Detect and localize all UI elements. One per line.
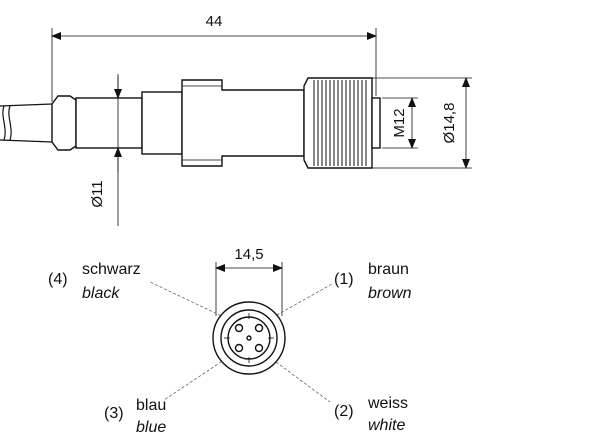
cable [0, 103, 53, 143]
pin-3 [234, 343, 244, 353]
thread-label: M12 [391, 108, 408, 137]
nut-diameter-label: Ø14,8 [441, 103, 458, 144]
coupling-nut [303, 77, 373, 169]
pin-3-color-en: blue [136, 419, 166, 434]
front-view: 14,5 (4) schwarz black ( [48, 246, 412, 434]
pin-center [246, 335, 252, 341]
cable-diameter-label: Ø11 [89, 180, 106, 207]
pin-4-color-de: schwarz [82, 261, 141, 278]
front-width-label: 14,5 [234, 246, 263, 263]
grip-body [181, 79, 305, 167]
nut-diameter-dimension: Ø14,8 [372, 77, 472, 169]
sleeve [75, 97, 143, 149]
pin-3-color-de: blau [136, 397, 166, 414]
length-label: 44 [206, 13, 223, 30]
pin-2 [254, 343, 264, 353]
pin-4 [234, 323, 244, 333]
length-dimension: 44 [51, 13, 377, 102]
pin-1-color-de: braun [368, 261, 409, 278]
pin-3-number: (3) [104, 405, 124, 422]
front-width-dimension: 14,5 [215, 246, 283, 316]
connector-face [212, 301, 286, 375]
pin-1 [254, 323, 264, 333]
pin-2-number: (2) [334, 403, 354, 420]
side-view [0, 76, 381, 226]
pin-4-color-en: black [82, 285, 120, 302]
pin-1-color-en: brown [368, 285, 412, 302]
thread-dimension: M12 [382, 97, 418, 149]
pin-2-color-de: weiss [367, 395, 408, 412]
cable-diameter-dimension: Ø11 [89, 74, 122, 208]
strain-relief [51, 95, 77, 151]
pin-label-3: (3) blau blue [104, 397, 166, 434]
nut-face [371, 97, 381, 149]
pin-4-number: (4) [48, 271, 68, 288]
pin-label-4: (4) schwarz black [48, 261, 141, 302]
pin-label-1: (1) braun brown [334, 261, 412, 302]
pin-label-2: (2) weiss white [334, 395, 408, 434]
pin-2-color-en: white [368, 417, 405, 434]
pin-1-number: (1) [334, 271, 354, 288]
step-body [141, 91, 183, 155]
